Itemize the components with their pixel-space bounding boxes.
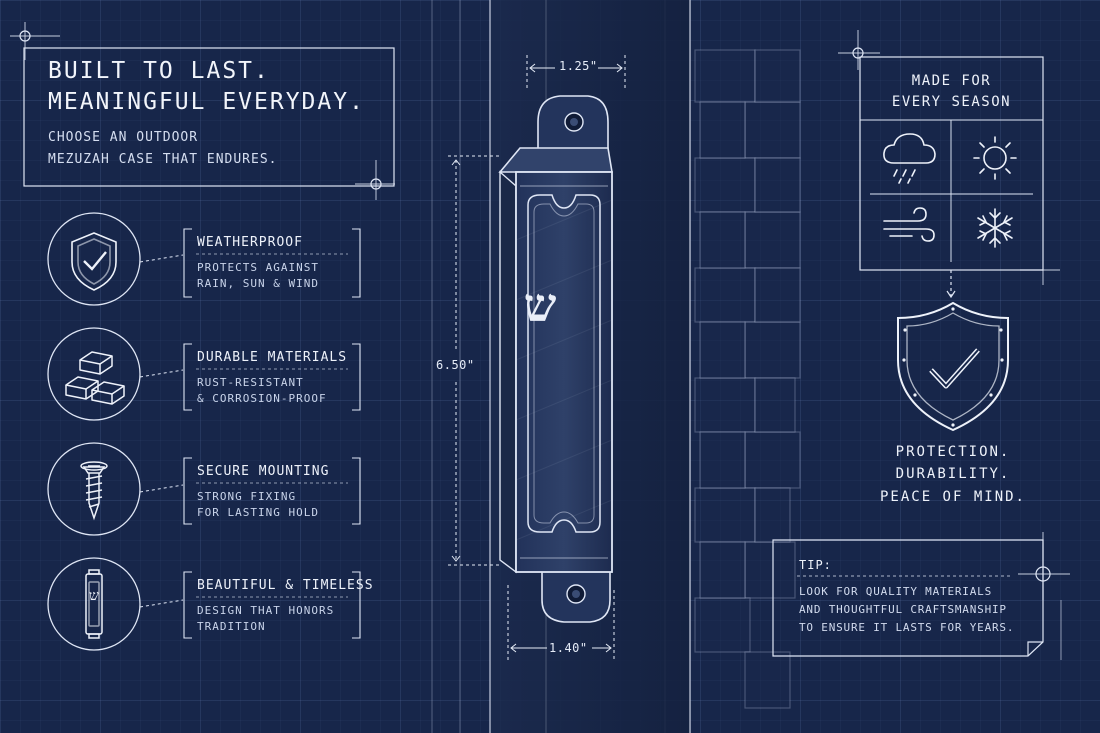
protection-line3: PEACE OF MIND.: [879, 489, 1026, 505]
tip-frame: [772, 532, 1070, 660]
protection-line1: PROTECTION.: [895, 444, 1011, 460]
protection-shield-icon: [897, 301, 1009, 432]
hero-title-line2: MEANINGFUL EVERYDAY.: [48, 89, 365, 115]
tip-line2: AND THOUGHTFUL CRAFTSMANSHIP: [799, 603, 1007, 616]
hero-frame: [10, 22, 395, 200]
feature-title: BEAUTIFUL & TIMELESS: [197, 578, 374, 593]
hero-title-line1: BUILT TO LAST.: [48, 58, 270, 84]
brick-wall: [694, 49, 801, 709]
feature-title: SECURE MOUNTING: [197, 464, 330, 479]
dimension-bottom-width: 1.40": [549, 641, 588, 655]
feature-desc-line2: FOR LASTING HOLD: [197, 506, 319, 519]
feature-desc-line2: RAIN, SUN & WIND: [197, 277, 319, 290]
mezuzah-icon: [85, 569, 103, 639]
dimension-top-width: 1.25": [559, 59, 598, 73]
feature-desc-line1: DESIGN THAT HONORS: [197, 604, 335, 617]
feature-desc-line2: & CORROSION-PROOF: [197, 392, 327, 405]
dimension-height: 6.50": [436, 358, 475, 372]
mezuzah-case: [498, 95, 613, 623]
feature-connectors: [139, 254, 184, 608]
tip-line1: LOOK FOR QUALITY MATERIALS: [799, 585, 992, 598]
feature-desc-line2: TRADITION: [197, 620, 266, 633]
dimension-lines: [448, 55, 626, 660]
seasons-frame: [838, 30, 1060, 299]
screw-icon: [80, 461, 108, 521]
feature-desc-line1: STRONG FIXING: [197, 490, 297, 503]
feature-brackets: [183, 228, 361, 639]
feature-durable-materials: DURABLE MATERIALS RUST-RESISTANT & CORRO…: [197, 350, 347, 407]
shin-letter: ש: [523, 278, 557, 332]
feature-secure-mounting: SECURE MOUNTING STRONG FIXING FOR LASTIN…: [197, 464, 329, 521]
feature-desc-line1: RUST-RESISTANT: [197, 376, 304, 389]
metal-bars-icon: [65, 351, 125, 405]
feature-desc-line1: PROTECTS AGAINST: [197, 261, 319, 274]
wind-icon: [883, 207, 935, 242]
hero-subtitle-line1: CHOOSE AN OUTDOOR: [48, 130, 199, 145]
protection-line2: DURABILITY.: [895, 466, 1011, 482]
feature-beautiful-timeless: BEAUTIFUL & TIMELESS DESIGN THAT HONORS …: [197, 578, 374, 635]
snowflake-icon: [977, 208, 1013, 248]
seasons-title-line1: MADE FOR: [911, 73, 992, 89]
feature-title: DURABLE MATERIALS: [197, 350, 348, 365]
feature-title: WEATHERPROOF: [197, 235, 303, 250]
feature-weatherproof: WEATHERPROOF PROTECTS AGAINST RAIN, SUN …: [197, 235, 319, 292]
sun-icon: [973, 136, 1017, 180]
rain-cloud-icon: [883, 133, 936, 184]
seasons-title-line2: EVERY SEASON: [891, 94, 1012, 110]
shield-check-icon: [71, 232, 117, 291]
feature-circles: [47, 212, 141, 651]
hero-subtitle-line2: MEZUZAH CASE THAT ENDURES.: [48, 152, 278, 167]
tip-title: TIP:: [799, 558, 832, 572]
mezuzah-icon-letter: ש: [89, 588, 99, 604]
tip-line3: TO ENSURE IT LASTS FOR YEARS.: [799, 621, 1015, 634]
